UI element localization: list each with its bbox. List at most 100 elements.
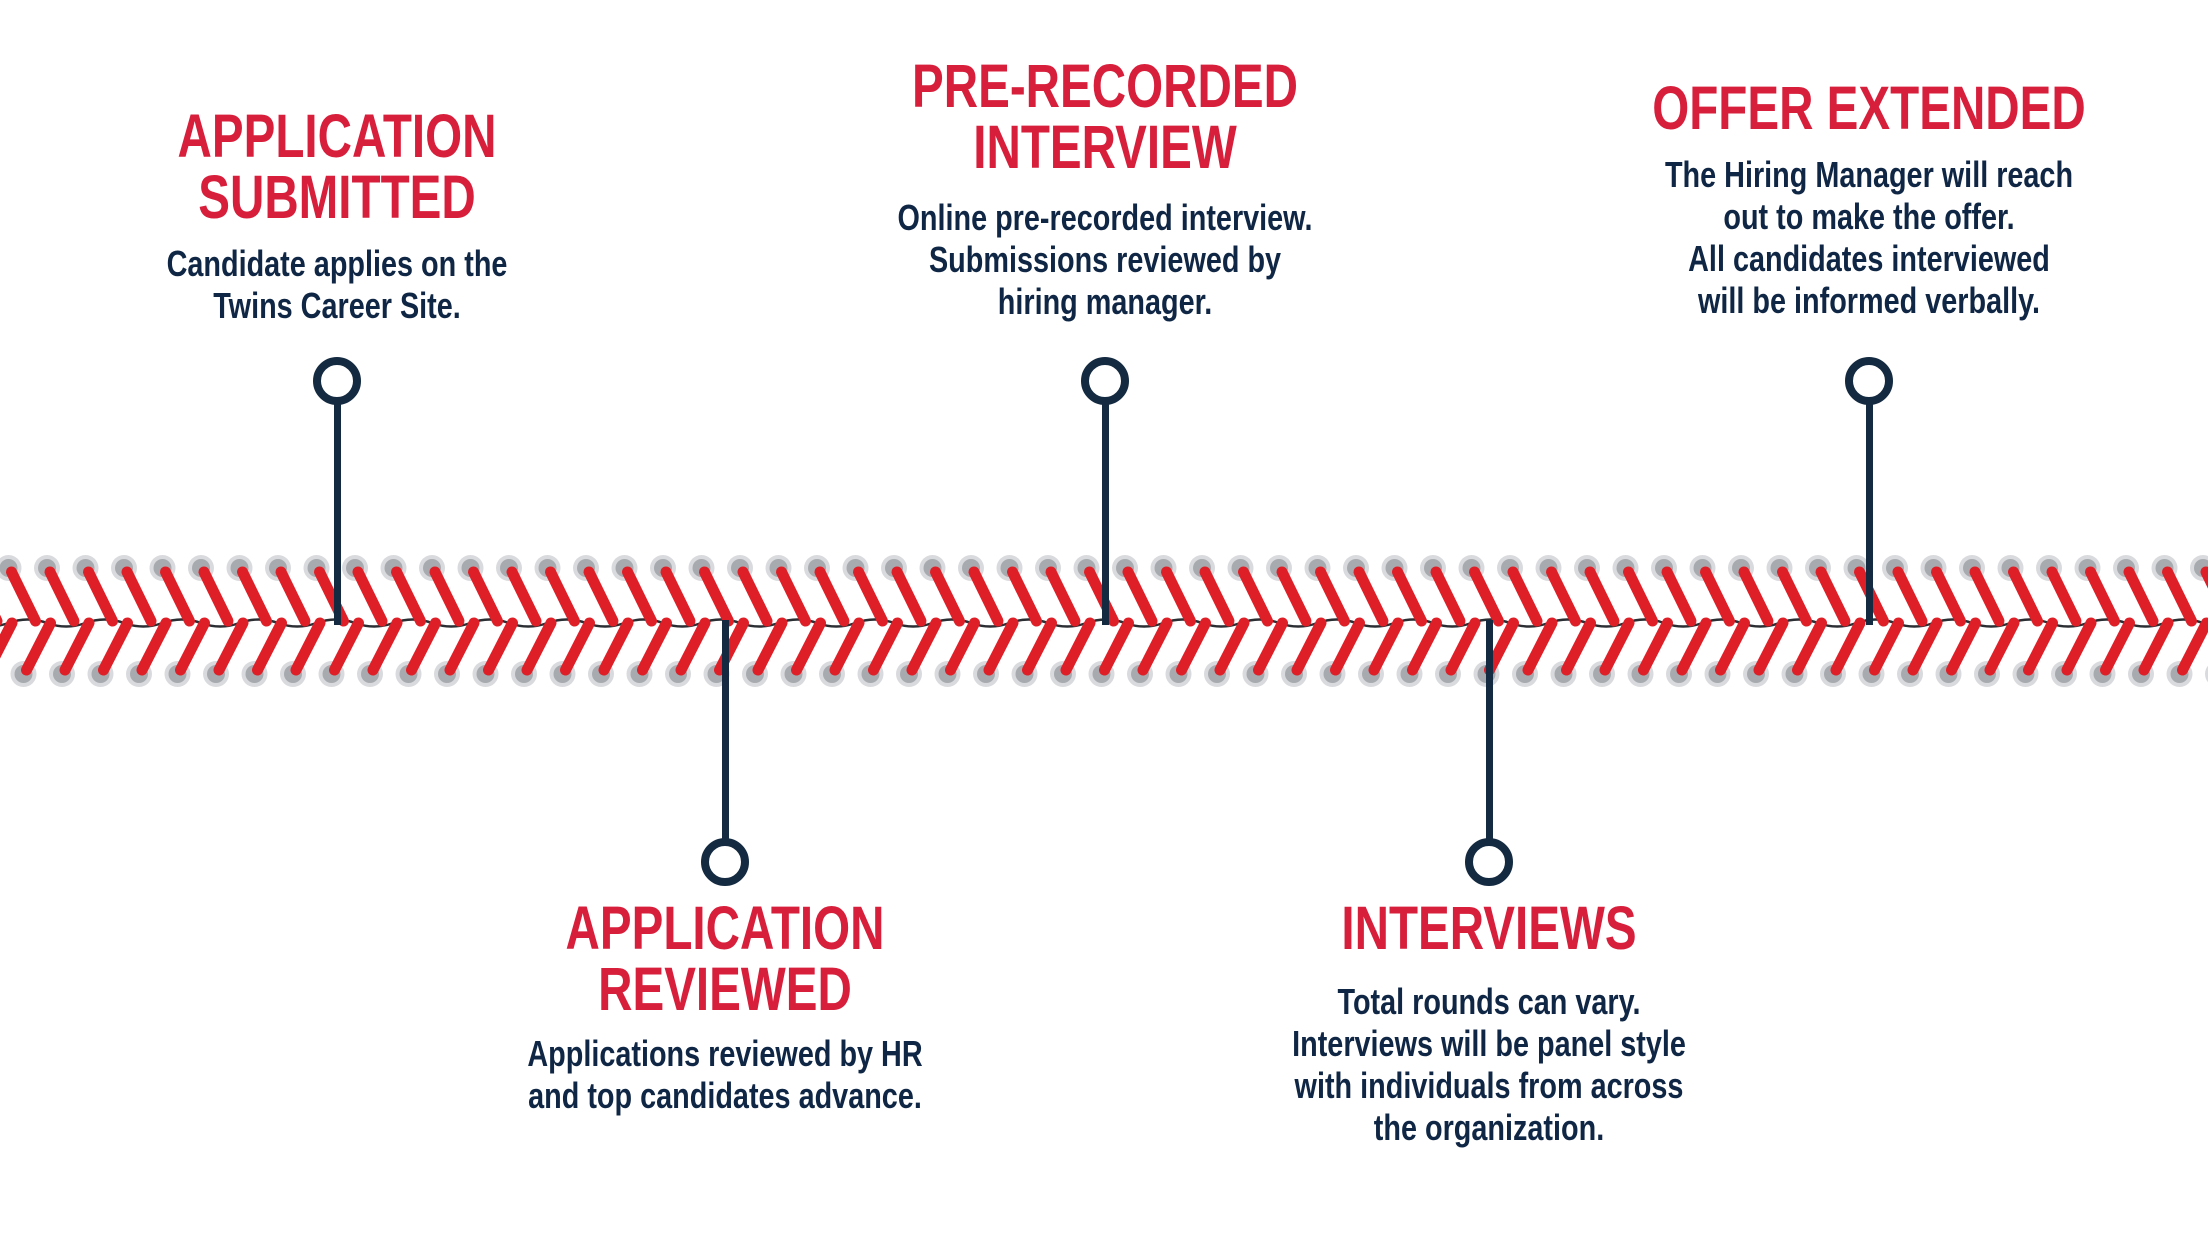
stitch-top xyxy=(1430,566,1466,627)
milestone-title: INTERVIEWS xyxy=(1341,894,1637,962)
lace-hole-dot xyxy=(2205,665,2208,683)
stitch-top xyxy=(391,566,426,627)
stitch-top xyxy=(660,566,696,627)
stitch-bottom xyxy=(1522,617,1558,676)
stitch-top xyxy=(776,566,811,627)
timeline-connector-line xyxy=(1866,403,1873,625)
stitch-top xyxy=(1238,566,1273,627)
stitch-top xyxy=(1045,566,1081,627)
stitch-top xyxy=(1122,566,1158,627)
stitch-top xyxy=(1353,566,1389,627)
timeline-node-circle xyxy=(1845,357,1893,405)
stitch-bottom xyxy=(406,617,441,676)
stitch-bottom xyxy=(1753,617,1789,676)
stitch-bottom xyxy=(945,617,980,676)
stitch-bottom xyxy=(1676,617,1712,676)
stitch-top xyxy=(583,566,619,627)
stitch-top xyxy=(160,566,195,627)
stitch-top xyxy=(275,566,311,627)
stitch-top xyxy=(121,566,157,627)
stitch-top xyxy=(968,566,1004,627)
stitch-top xyxy=(1161,566,1196,627)
timeline-connector-line xyxy=(334,403,341,625)
stitch-bottom xyxy=(1830,617,1866,676)
stitch-top xyxy=(1007,566,1042,627)
stitch-bottom xyxy=(521,617,557,676)
stitch-bottom xyxy=(175,617,210,676)
stitch-bottom xyxy=(0,617,18,659)
stitch-bottom xyxy=(21,617,56,676)
stitch-bottom xyxy=(560,617,595,676)
stitch-top xyxy=(1315,566,1350,627)
stitch-bottom xyxy=(444,617,480,676)
stitch-bottom xyxy=(1291,617,1327,676)
stitch-top xyxy=(1507,566,1543,627)
stitch-bottom xyxy=(1137,617,1173,676)
stitch-top xyxy=(1892,566,1928,627)
milestone-title: APPLICATION REVIEWED xyxy=(565,894,885,1023)
stitch-bottom xyxy=(1060,617,1096,676)
stitch-bottom xyxy=(1599,617,1635,676)
milestone-description: Online pre-recorded interview. Submissio… xyxy=(897,197,1313,322)
stitch-bottom xyxy=(2138,617,2174,676)
stitch-top xyxy=(1700,566,1735,627)
stitch-bottom xyxy=(290,617,326,676)
stitch-bottom xyxy=(2100,617,2135,676)
stitch-top xyxy=(2123,566,2159,627)
stitch-bottom xyxy=(829,617,865,676)
stitch-bottom xyxy=(1445,617,1481,676)
stitch-top xyxy=(1777,566,1812,627)
stitch-top xyxy=(1584,566,1620,627)
stitch-top xyxy=(468,566,503,627)
stitch-top xyxy=(1661,566,1697,627)
timeline-node-circle xyxy=(701,838,749,886)
stitch-bottom xyxy=(1214,617,1250,676)
stitch-top xyxy=(198,566,234,627)
stitch-top xyxy=(1815,566,1851,627)
stitch-top xyxy=(814,566,850,627)
stitch-bottom xyxy=(1484,617,1519,676)
stitch-top xyxy=(429,566,465,627)
stitch-top xyxy=(737,566,773,627)
stitch-bottom xyxy=(1330,617,1365,676)
stitch-top xyxy=(1199,566,1235,627)
stitch-bottom xyxy=(1638,617,1673,676)
stitch-top xyxy=(1969,566,2005,627)
stitch-top xyxy=(1931,566,1966,627)
stitch-top xyxy=(44,566,80,627)
stitch-top xyxy=(2085,566,2120,627)
stitch-top xyxy=(1623,566,1658,627)
stitch-bottom xyxy=(1022,617,1057,676)
timeline-node-circle xyxy=(1465,838,1513,886)
stitch-top xyxy=(1392,566,1427,627)
stitch-bottom xyxy=(2061,617,2097,676)
stitch-bottom xyxy=(868,617,903,676)
stitch-bottom xyxy=(367,617,403,676)
stitch-bottom xyxy=(1253,617,1288,676)
timeline-node-circle xyxy=(1081,357,1129,405)
stitch-bottom xyxy=(906,617,942,676)
stitch-bottom xyxy=(136,617,172,676)
stitch-top xyxy=(6,566,41,627)
stitch-top xyxy=(1738,566,1774,627)
stitch-bottom xyxy=(1561,617,1596,676)
stitch-bottom xyxy=(983,617,1019,676)
stitch-bottom xyxy=(1099,617,1134,676)
stitch-bottom xyxy=(598,617,634,676)
stitch-bottom xyxy=(752,617,788,676)
milestone-title: OFFER EXTENDED xyxy=(1652,74,2086,142)
timeline-node-circle xyxy=(313,357,361,405)
stitch-top xyxy=(622,566,657,627)
timeline-connector-line xyxy=(722,620,729,840)
stitch-bottom xyxy=(1407,617,1442,676)
stitch-top xyxy=(699,566,734,627)
stitch-bottom xyxy=(2177,617,2208,676)
stitch-bottom xyxy=(483,617,518,676)
stitch-top xyxy=(2008,566,2043,627)
stitch-top xyxy=(83,566,118,627)
timeline-connector-line xyxy=(1102,403,1109,625)
stitch-bottom xyxy=(1907,617,1943,676)
stitch-bottom xyxy=(59,617,95,676)
stitch-bottom xyxy=(791,617,826,676)
